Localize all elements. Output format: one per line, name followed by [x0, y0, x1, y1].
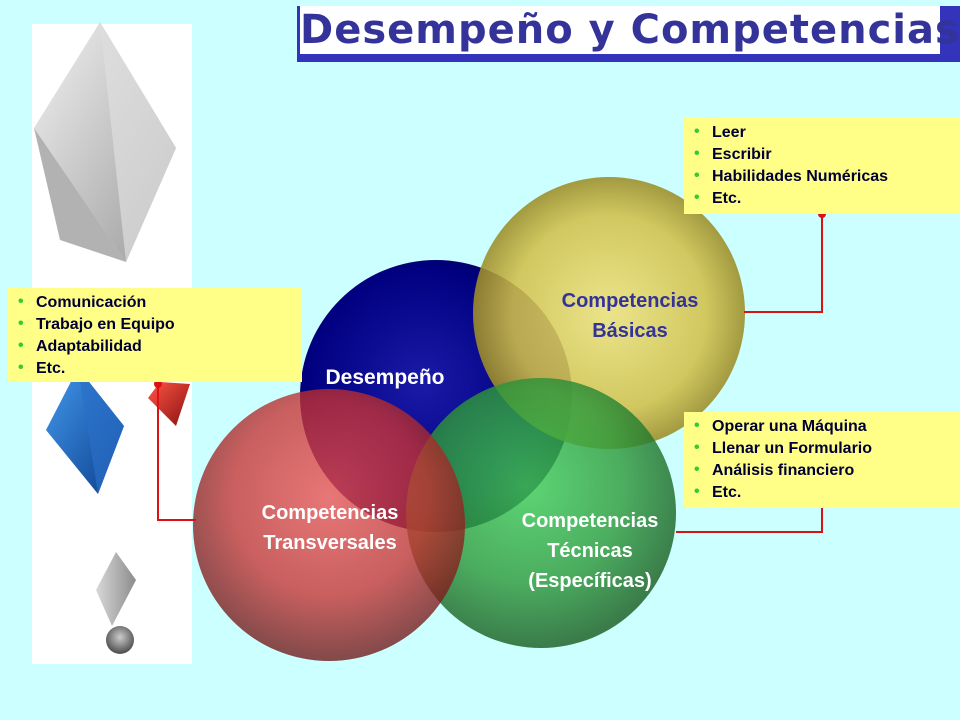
- label-line: Competencias: [561, 290, 699, 312]
- label-line: Básicas: [592, 320, 668, 342]
- label-competencias-basicas: Competencias Básicas: [530, 286, 730, 346]
- label-line: (Específicas): [528, 570, 652, 592]
- label-competencias-tecnicas: Competencias Técnicas (Específicas): [490, 506, 690, 596]
- callout-transversales: Comunicación Trabajo en Equipo Adaptabil…: [8, 288, 302, 382]
- label-line: Competencias: [521, 510, 659, 532]
- connector-lines: [157, 214, 823, 533]
- bullet-item: Etc.: [16, 357, 296, 380]
- bullet-item: Llenar un Formulario: [692, 437, 954, 460]
- bullet-item: Etc.: [692, 481, 954, 504]
- label-line: Técnicas: [547, 540, 633, 562]
- bullet-item: Trabajo en Equipo: [16, 313, 296, 336]
- callout-basicas: Leer Escribir Habilidades Numéricas Etc.: [684, 118, 960, 214]
- label-line: Transversales: [263, 532, 397, 554]
- callout-tecnicas: Operar una Máquina Llenar un Formulario …: [684, 412, 960, 508]
- bullet-item: Escribir: [692, 143, 954, 166]
- bullet-item: Leer: [692, 121, 954, 144]
- label-line: Competencias: [261, 502, 399, 524]
- bullet-item: Etc.: [692, 187, 954, 210]
- circle-transversales: [193, 389, 465, 661]
- bullet-item: Operar una Máquina: [692, 415, 954, 438]
- bullet-item: Comunicación: [16, 291, 296, 314]
- bullet-item: Habilidades Numéricas: [692, 165, 954, 188]
- label-desempeno: Desempeño: [325, 366, 445, 389]
- circle-tecnicas: [406, 378, 676, 648]
- label-competencias-transversales: Competencias Transversales: [230, 498, 430, 558]
- decorative-crystals: [34, 22, 190, 654]
- page-title: Desempeño y Competencias: [300, 6, 960, 54]
- bullet-item: Adaptabilidad: [16, 335, 296, 358]
- bullet-item: Análisis financiero: [692, 459, 954, 482]
